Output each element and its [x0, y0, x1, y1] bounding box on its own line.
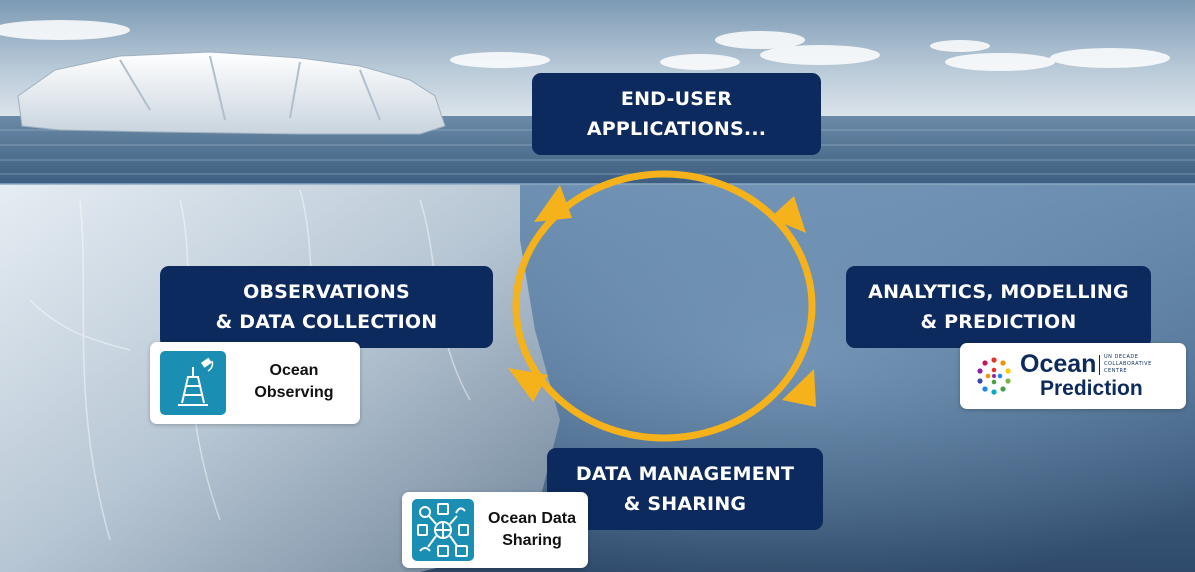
ocean-data-sharing-line2: Sharing — [502, 532, 562, 549]
ocean-data-sharing-tile — [412, 499, 474, 561]
ocean-observing-tile — [160, 351, 226, 415]
observations-line2: & DATA COLLECTION — [215, 311, 438, 333]
ocean-observing-text: Ocean Observing — [234, 360, 354, 404]
data-management-line2: & SHARING — [623, 493, 747, 515]
iceberg-tip — [17, 51, 446, 135]
ocean-prediction-tagline: UN DECADE COLLABORATIVE CENTRE — [1104, 354, 1152, 375]
arrowhead-bottom-left — [508, 368, 548, 402]
cycle-arrows — [508, 170, 816, 442]
data-management-box: DATA MANAGEMENT & SHARING — [547, 448, 823, 530]
ocean-observing-logo: Ocean Observing — [150, 342, 360, 424]
ocean-observing-line1: Ocean — [269, 362, 319, 379]
analytics-box: ANALYTICS, MODELLING & PREDICTION — [846, 266, 1151, 348]
cycle-ring — [512, 170, 816, 442]
tagline-line2: COLLABORATIVE — [1104, 361, 1152, 367]
buoy-icon — [178, 357, 214, 406]
iceberg-tip-ridges — [119, 55, 381, 121]
arrowhead-bottom-right — [782, 369, 816, 407]
ocean-data-sharing-text: Ocean Data Sharing — [480, 508, 584, 552]
analytics-line2: & PREDICTION — [920, 311, 1077, 333]
end-user-line1: END-USER — [620, 88, 733, 110]
ocean-data-sharing-logo: Ocean Data Sharing — [402, 492, 588, 568]
tagline-line3: CENTRE — [1104, 368, 1128, 374]
observations-box: OBSERVATIONS & DATA COLLECTION — [160, 266, 493, 348]
end-user-applications-box: END-USER APPLICATIONS... — [532, 73, 821, 155]
observations-line1: OBSERVATIONS — [243, 281, 410, 303]
arrowhead-top-left — [534, 185, 572, 222]
data-sharing-icon — [417, 503, 469, 557]
tagline-line1: UN DECADE — [1104, 354, 1139, 360]
ocean-prediction-word2: Prediction — [1040, 377, 1143, 400]
ocean-prediction-divider — [1099, 355, 1100, 375]
ocean-prediction-logo: Ocean Prediction UN DECADE COLLABORATIVE… — [960, 343, 1186, 409]
ocean-data-sharing-line1: Ocean Data — [487, 510, 577, 527]
analytics-line1: ANALYTICS, MODELLING — [868, 281, 1129, 303]
ocean-prediction-word1: Ocean — [1020, 350, 1097, 378]
colorful-dots-icon — [977, 357, 1011, 395]
arrowhead-top-right — [770, 196, 806, 233]
end-user-line2: APPLICATIONS... — [586, 118, 767, 140]
ocean-observing-line2: Observing — [254, 384, 334, 401]
clouds — [0, 20, 1170, 71]
data-management-line1: DATA MANAGEMENT — [575, 463, 795, 485]
